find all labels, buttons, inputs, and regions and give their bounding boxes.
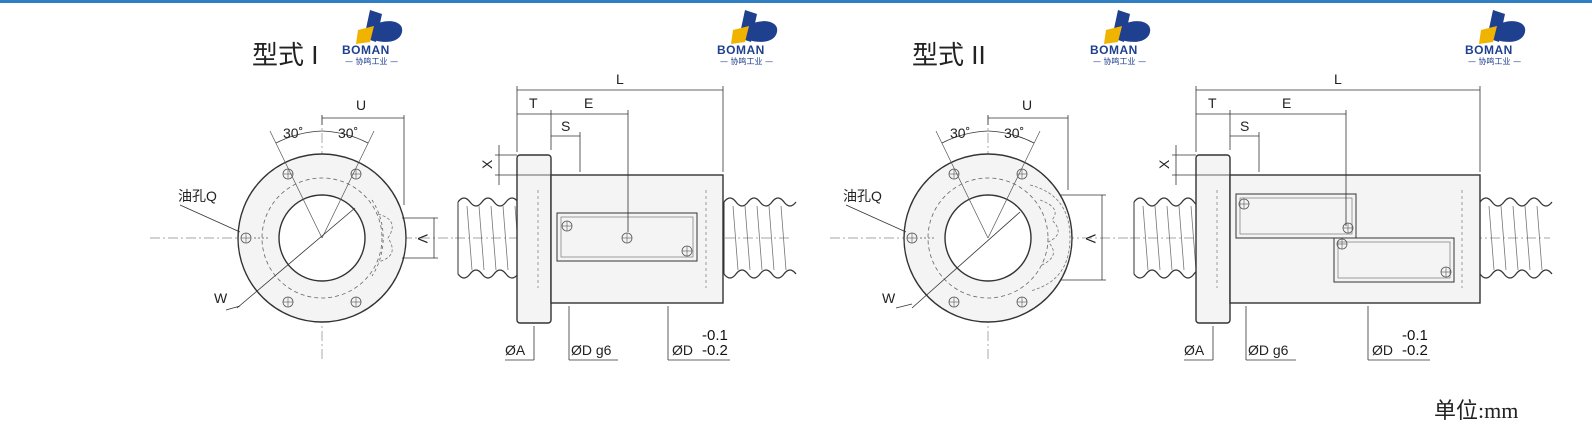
oil-hole-label: 油孔Q <box>843 188 882 204</box>
front-view-type2 <box>830 115 1130 360</box>
dim-phi-a: ØA <box>505 342 526 358</box>
dim-v: V <box>415 234 431 244</box>
svg-text:— 协鸣工业 —: — 协鸣工业 — <box>720 56 773 66</box>
dim-t: T <box>1208 95 1217 111</box>
svg-text:BOMAN: BOMAN <box>1090 43 1138 57</box>
dim-angle: 30˚ <box>283 125 303 141</box>
oil-hole-label: 油孔Q <box>178 188 217 204</box>
svg-text:— 协鸣工业 —: — 协鸣工业 — <box>345 56 398 66</box>
dim-l: L <box>1334 71 1342 87</box>
dim-phi-d-g6: ØD g6 <box>571 342 612 358</box>
side-view-type2 <box>1130 86 1553 361</box>
dim-t: T <box>529 95 538 111</box>
dim-s: S <box>561 118 570 134</box>
unit-label: 单位:mm <box>1434 398 1518 423</box>
dim-w: W <box>214 290 228 306</box>
boman-logo: BOMAN — 协鸣工业 — <box>717 10 778 66</box>
dim-angle: 30˚ <box>338 125 358 141</box>
dim-w: W <box>882 290 896 306</box>
dim-l: L <box>616 71 624 87</box>
dim-phi-a: ØA <box>1184 342 1205 358</box>
dim-phi-d: ØD <box>672 342 693 358</box>
dim-angle: 30˚ <box>1004 125 1024 141</box>
dim-x: X <box>1156 159 1172 169</box>
svg-text:— 协鸣工业 —: — 协鸣工业 — <box>1093 56 1146 66</box>
dim-u: U <box>1022 97 1032 113</box>
side-view-type1 <box>455 86 797 361</box>
type-title: 型式 I <box>252 40 318 70</box>
dim-e: E <box>1282 95 1291 111</box>
tolerance-lower: -0.2 <box>1402 342 1428 359</box>
svg-text:BOMAN: BOMAN <box>1465 43 1513 57</box>
front-view-type1 <box>150 115 455 360</box>
dim-phi-d-g6: ØD g6 <box>1248 342 1289 358</box>
dim-e: E <box>584 95 593 111</box>
svg-text:— 协鸣工业 —: — 协鸣工业 — <box>1468 56 1521 66</box>
dim-angle: 30˚ <box>950 125 970 141</box>
top-accent-line <box>0 0 1592 3</box>
dim-v: V <box>1083 234 1099 244</box>
tolerance-upper: -0.1 <box>1402 327 1428 344</box>
dim-phi-d: ØD <box>1372 342 1393 358</box>
svg-text:BOMAN: BOMAN <box>342 43 390 57</box>
boman-logo: BOMAN — 协鸣工业 — <box>1465 10 1526 66</box>
dim-u: U <box>356 97 366 113</box>
boman-logo: BOMAN — 协鸣工业 — <box>1090 10 1151 66</box>
tolerance-upper: -0.1 <box>702 327 728 344</box>
dim-x: X <box>479 159 495 169</box>
svg-text:BOMAN: BOMAN <box>717 43 765 57</box>
tolerance-lower: -0.2 <box>702 342 728 359</box>
dim-s: S <box>1240 118 1249 134</box>
boman-logo: BOMAN — 协鸣工业 — <box>342 10 403 66</box>
type-title: 型式 II <box>912 40 986 70</box>
